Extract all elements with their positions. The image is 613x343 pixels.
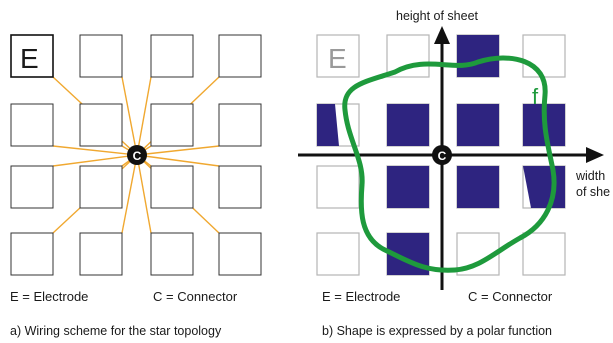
wire — [52, 154, 138, 167]
electrode-cell — [10, 103, 54, 147]
wire — [52, 145, 138, 156]
active-electrode-fill — [387, 166, 429, 208]
function-label: f — [532, 84, 539, 109]
electrode-cell — [522, 34, 566, 78]
electrode-cell — [218, 103, 262, 147]
panel-a: E C E = Electrode C = Connector a) Wirin… — [10, 34, 262, 338]
electrode-cell — [316, 232, 360, 276]
electrode-cell — [79, 232, 123, 276]
active-electrode-fill — [457, 35, 499, 77]
electrode-label: E — [328, 43, 347, 74]
legend-electrode: E = Electrode — [10, 289, 88, 304]
x-axis-arrow — [586, 147, 604, 163]
y-axis-arrow — [434, 26, 450, 44]
electrode-cell — [79, 165, 123, 209]
active-electrode-fill — [387, 104, 429, 146]
electrode-cell — [218, 165, 262, 209]
axis-x-label-line2: of she — [576, 185, 610, 199]
legend-connector: C = Connector — [153, 289, 238, 304]
electrode-cell — [150, 34, 194, 78]
electrode-cell — [218, 232, 262, 276]
electrode-cell — [218, 34, 262, 78]
wire — [136, 145, 220, 156]
electrode-cell — [316, 34, 360, 78]
connector-letter: C — [438, 149, 447, 163]
axis-y-label: height of sheet — [396, 9, 479, 23]
panel-b: E f C height of sheet width of she E = E… — [298, 9, 610, 338]
electrode-label: E — [20, 43, 39, 74]
caption-b: b) Shape is expressed by a polar functio… — [322, 324, 552, 338]
wire — [136, 154, 220, 167]
caption-a: a) Wiring scheme for the star topology — [10, 324, 222, 338]
active-electrode-fill — [457, 104, 499, 146]
electrode-cell — [10, 165, 54, 209]
legend-electrode: E = Electrode — [322, 289, 400, 304]
connector-letter: C — [133, 149, 142, 163]
electrode-cell — [79, 103, 123, 147]
wire — [136, 76, 152, 156]
connector-node: C — [127, 145, 147, 165]
connector-node: C — [432, 145, 452, 165]
electrode-grid — [316, 34, 566, 276]
wire — [121, 154, 138, 234]
electrode-cell — [316, 165, 360, 209]
electrode-cell — [150, 103, 194, 147]
polar-function-curve — [342, 55, 557, 273]
electrode-grid — [10, 34, 262, 276]
axis-x-label-line1: width — [575, 169, 605, 183]
electrode-cell — [522, 232, 566, 276]
electrode-cell — [150, 165, 194, 209]
wire — [136, 154, 152, 234]
active-electrode-fill — [317, 104, 339, 146]
legend-connector: C = Connector — [468, 289, 553, 304]
electrode-cell — [10, 232, 54, 276]
electrode-cell — [10, 34, 54, 78]
active-electrode-fill — [457, 166, 499, 208]
electrode-cell — [150, 232, 194, 276]
wire — [121, 76, 138, 156]
electrode-cell — [79, 34, 123, 78]
